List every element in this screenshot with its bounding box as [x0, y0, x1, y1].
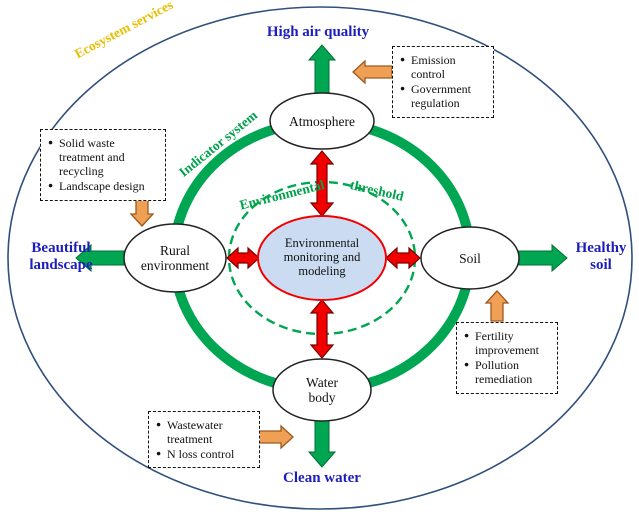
wastewater-box: Wastewater treatment N loss control [148, 411, 260, 469]
box-item: Wastewater treatment [156, 418, 253, 446]
red-arrow-center-soil [385, 246, 421, 270]
healthy-soil-label: Healthy soil [575, 240, 627, 273]
clean-water-label: Clean water [283, 470, 361, 486]
rural-environment-label: Rural environment [140, 243, 210, 274]
box-item: Emission control [400, 53, 487, 81]
green-arrow-down-water [307, 420, 337, 468]
fertility-box: Fertility improvement Pollution remediat… [456, 322, 558, 394]
box-item: Fertility improvement [464, 329, 551, 357]
orange-arrow-fertility-to-soil [484, 290, 510, 322]
rural-environment-ellipse [123, 223, 227, 293]
center-monitoring-ellipse [257, 215, 387, 301]
soil-ellipse [420, 226, 520, 290]
solid-waste-box: Solid waste treatment and recycling Land… [40, 129, 166, 201]
high-air-quality-label: High air quality [266, 24, 370, 40]
atmosphere-ellipse [269, 92, 375, 150]
emission-control-box: Emission control Government regulation [392, 46, 494, 118]
atmosphere-label: Atmosphere [289, 114, 355, 129]
orange-arrow-wastewater-to-water [256, 424, 294, 450]
red-arrow-center-water [309, 299, 335, 359]
box-item: Solid waste treatment and recycling [48, 136, 159, 178]
water-body-label: Water body [306, 375, 338, 406]
center-monitoring-label: Environmental monitoring and modeling [283, 236, 361, 278]
box-item: Landscape design [48, 179, 159, 193]
orange-arrow-emission-to-atmosphere [352, 59, 393, 85]
orange-arrow-waste-to-rural [129, 196, 155, 227]
green-arrow-up-air [307, 44, 337, 95]
box-item: Government regulation [400, 82, 487, 110]
box-item: Pollution remediation [464, 358, 551, 386]
beautiful-landscape-label: Beautiful landscape [29, 240, 93, 273]
green-arrow-right-soil [518, 243, 568, 273]
soil-label: Soil [459, 251, 481, 266]
outer-ecosystem-ellipse [7, 6, 633, 510]
box-item: N loss control [156, 447, 253, 461]
water-body-ellipse [272, 358, 372, 422]
red-arrow-center-rural [226, 246, 260, 270]
